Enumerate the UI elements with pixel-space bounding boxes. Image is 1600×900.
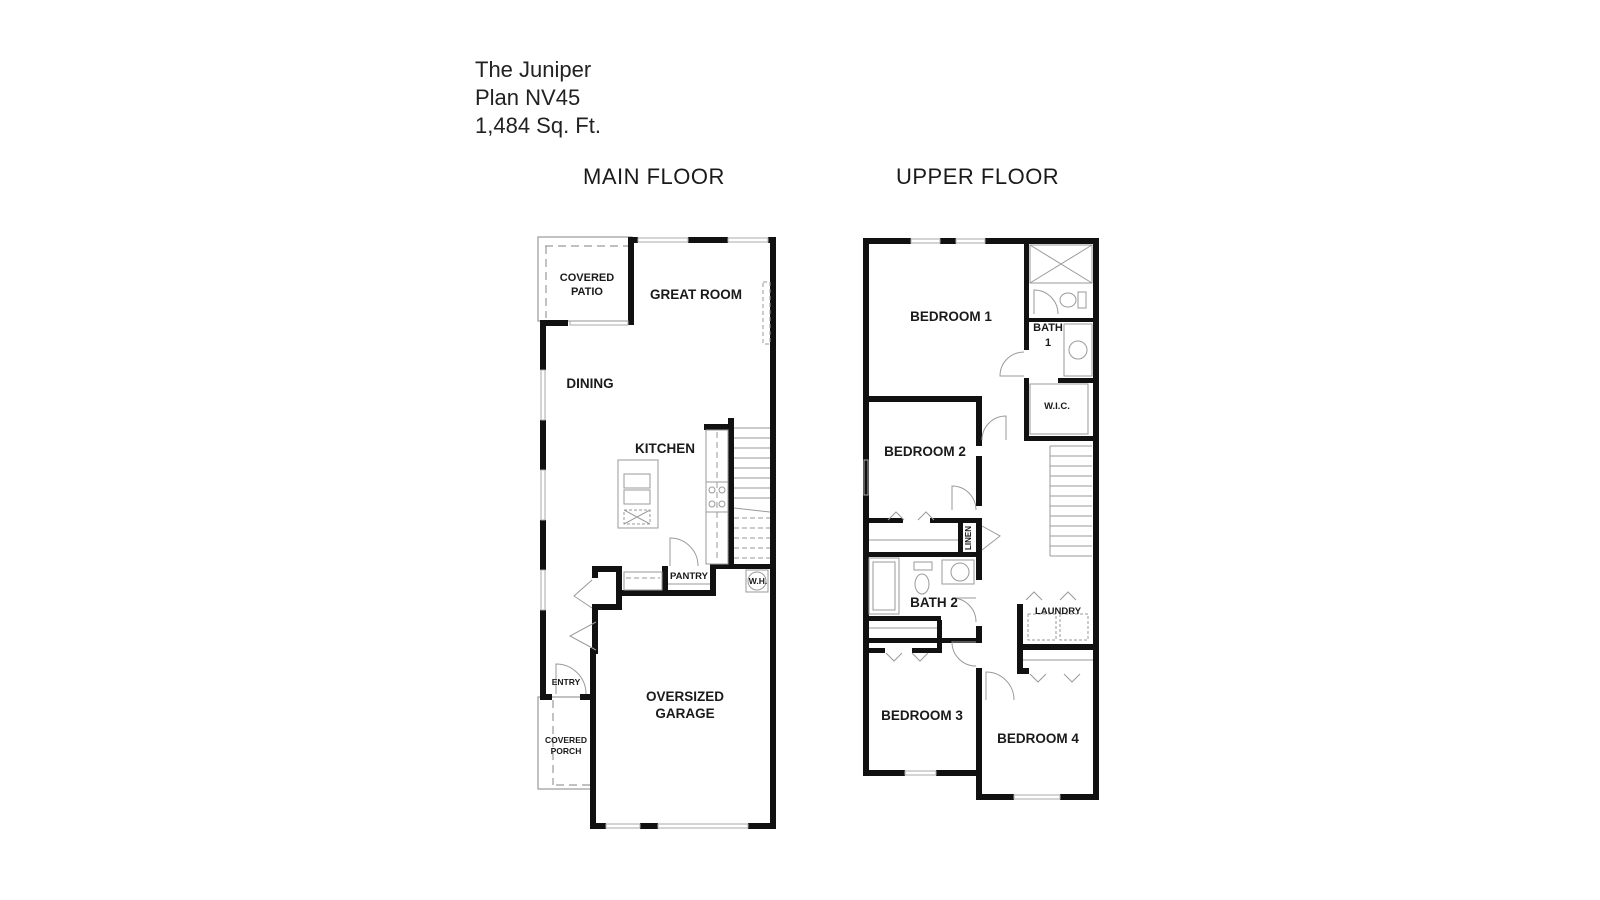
water-heater-label: W.H.	[749, 576, 767, 586]
entry-label: ENTRY	[552, 677, 581, 687]
plan-square-feet: 1,484 Sq. Ft.	[475, 113, 601, 138]
pantry-label: PANTRY	[670, 571, 709, 582]
garage-label-line2: GARAGE	[655, 706, 714, 721]
covered-patio-label-line1: COVERED	[560, 272, 614, 284]
bath-1-label-line1: BATH	[1033, 322, 1063, 334]
upper-floor-fixtures	[868, 244, 1093, 683]
bedroom-4-label: BEDROOM 4	[997, 731, 1079, 746]
upper-floor-plan: BEDROOM 1 BATH 1 W.I.C. BEDROOM 2 LINEN …	[863, 238, 1099, 800]
plan-number: Plan NV45	[475, 85, 581, 110]
laundry-label: LAUNDRY	[1035, 606, 1082, 617]
dining-label: DINING	[566, 376, 613, 391]
covered-porch-label-line1: COVERED	[545, 735, 587, 745]
bedroom-3-label: BEDROOM 3	[881, 708, 963, 723]
garage-label-line1: OVERSIZED	[646, 689, 724, 704]
main-floor-title: MAIN FLOOR	[583, 164, 725, 189]
upper-floor-stairs	[1049, 445, 1092, 557]
bath-2-label: BATH 2	[910, 595, 958, 610]
bath-1-label-line2: 1	[1045, 337, 1051, 349]
main-floor-stairs	[733, 427, 771, 559]
linen-label: LINEN	[964, 526, 973, 550]
bedroom-1-label: BEDROOM 1	[910, 309, 992, 324]
upper-floor-walls	[863, 238, 1099, 800]
upper-floor-title: UPPER FLOOR	[896, 164, 1060, 189]
covered-patio-label-line2: PATIO	[571, 286, 603, 298]
plan-name: The Juniper	[475, 57, 592, 82]
main-floor-windows	[540, 237, 769, 829]
great-room-label: GREAT ROOM	[650, 287, 742, 302]
bedroom-2-label: BEDROOM 2	[884, 444, 966, 459]
main-floor-walls	[540, 237, 776, 829]
kitchen-label: KITCHEN	[635, 441, 695, 456]
covered-porch-label-line2: PORCH	[551, 746, 582, 756]
upper-floor-doors	[951, 351, 1025, 701]
main-floor-plan: COVERED PATIO GREAT ROOM DINING KITCHEN …	[537, 236, 776, 829]
plan-title-block: The Juniper Plan NV45 1,484 Sq. Ft.	[475, 56, 601, 140]
wic-label: W.I.C.	[1044, 401, 1070, 412]
main-floor-fixtures	[617, 281, 771, 593]
main-floor-doors	[555, 537, 699, 695]
upper-floor-windows	[863, 238, 1061, 800]
